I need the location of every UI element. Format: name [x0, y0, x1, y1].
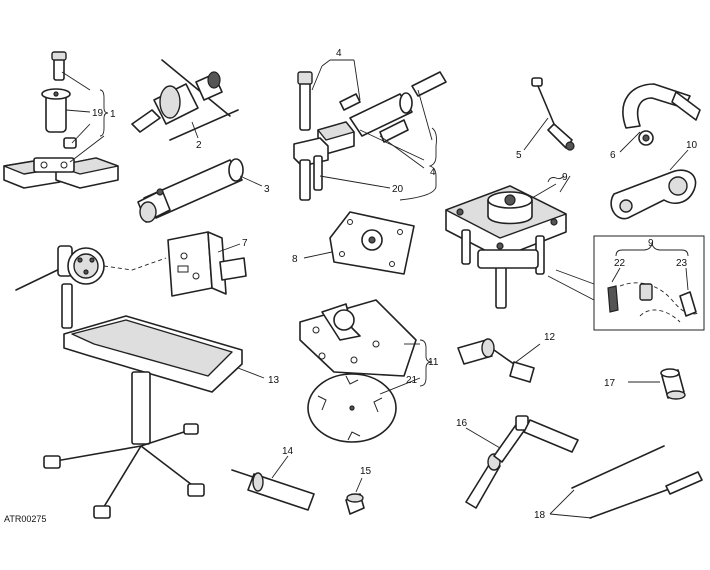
- part-15-cap: [345, 477, 365, 515]
- callout-2: 2: [196, 140, 202, 151]
- callout-19: 19: [92, 108, 104, 119]
- part-6-hook: [619, 83, 701, 153]
- part-4-20-bracket-set: [293, 59, 447, 201]
- callout-4-top: 4: [336, 48, 342, 59]
- callout-1: 1: [110, 109, 116, 120]
- callout-15: 15: [360, 466, 372, 477]
- detail-box-9: [593, 235, 705, 331]
- callout-21: 21: [406, 375, 418, 386]
- callout-9-detail: 9: [648, 238, 654, 249]
- callout-23: 23: [676, 258, 688, 269]
- callout-13: 13: [268, 375, 280, 386]
- callout-7: 7: [242, 238, 248, 249]
- callout-14: 14: [282, 446, 294, 457]
- callout-9-top: 9: [562, 172, 568, 183]
- callout-20: 20: [392, 184, 404, 195]
- part-9-flywheel-puller: [445, 175, 595, 309]
- part-3-tube-tool: [137, 158, 263, 223]
- callout-18: 18: [534, 510, 546, 521]
- callout-3: 3: [264, 184, 270, 195]
- drawing-code: ATR00275: [4, 514, 46, 524]
- callout-17: 17: [604, 378, 616, 389]
- part-11-21-hub-set: [299, 299, 433, 443]
- part-10-wrench: [610, 149, 697, 220]
- callout-10: 10: [686, 140, 698, 151]
- callout-22: 22: [614, 258, 626, 269]
- part-1-cam-tool-set: [3, 51, 119, 189]
- part-14-handle-tool: [231, 455, 315, 511]
- callout-12: 12: [544, 332, 556, 343]
- part-7-bracket-plate: [167, 231, 247, 297]
- part-16-ratchet: [465, 415, 579, 509]
- part-17-sleeve: [628, 368, 686, 400]
- callout-4-side: 4: [430, 167, 436, 178]
- part-2-puller: [131, 59, 239, 141]
- part-13-engine-stand: [15, 245, 265, 519]
- callout-16: 16: [456, 418, 468, 429]
- part-5-rod: [523, 77, 575, 151]
- part-8-plate: [303, 211, 415, 275]
- callout-labels: 19 1 2 3 4 4 20 5 6 10 9 9 22 23 7 8 11 …: [4, 48, 698, 524]
- part-18-rods: [549, 445, 703, 519]
- callout-5: 5: [516, 150, 522, 161]
- callout-11: 11: [428, 357, 439, 368]
- callout-8: 8: [292, 254, 298, 265]
- callout-6: 6: [610, 150, 616, 161]
- part-12-slide-hammer: [457, 338, 541, 383]
